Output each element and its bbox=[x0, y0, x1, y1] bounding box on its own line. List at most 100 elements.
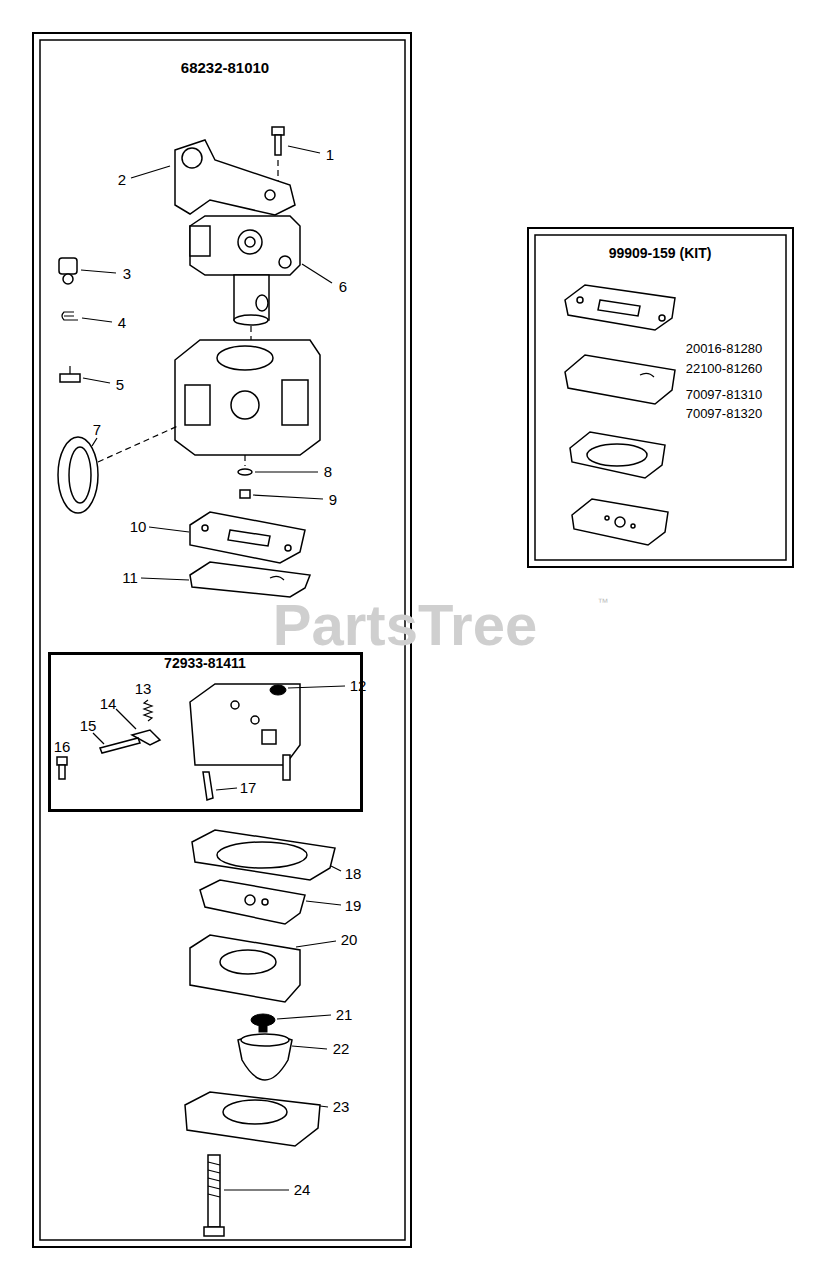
small-part-3 bbox=[59, 258, 116, 284]
watermark: PartsTree bbox=[273, 593, 537, 657]
callout-number: 1 bbox=[326, 147, 334, 164]
throttle-barrel-shape bbox=[190, 226, 210, 256]
pump-diaphragm-shape bbox=[200, 880, 305, 924]
kit-gaskets-shape bbox=[565, 355, 675, 404]
callout-number: 22 bbox=[333, 1041, 350, 1058]
small-part-5-shape bbox=[60, 374, 80, 382]
pump-diaphragm bbox=[200, 880, 341, 924]
throttle-lever-shape bbox=[182, 148, 202, 168]
small-part-5-shape bbox=[69, 366, 70, 374]
kit-gaskets-shape bbox=[605, 516, 609, 520]
kit-gaskets-shape bbox=[587, 444, 647, 466]
screw-part-shape bbox=[275, 135, 281, 155]
callout-number: 19 bbox=[345, 898, 362, 915]
kit-gaskets-shape bbox=[631, 524, 635, 528]
throttle-barrel-shape bbox=[234, 275, 269, 320]
lever-pin-shape bbox=[100, 738, 140, 753]
throttle-barrel-shape bbox=[256, 295, 268, 311]
metering-cover-shape bbox=[251, 716, 259, 724]
bolt-24-shape bbox=[208, 1162, 220, 1197]
gasket-18-shape bbox=[217, 842, 307, 868]
diaphragm-11 bbox=[141, 562, 310, 597]
small-part-5-shape bbox=[83, 378, 110, 383]
small-part-3-shape bbox=[81, 270, 116, 273]
callout-number: 15 bbox=[80, 718, 97, 735]
gasket-10 bbox=[149, 512, 305, 563]
bulb-retainer-shape bbox=[185, 1092, 320, 1146]
throttle-barrel-shape bbox=[190, 216, 300, 275]
clip-part bbox=[62, 312, 112, 322]
callout-number: 8 bbox=[324, 464, 332, 481]
metering-cover bbox=[190, 684, 300, 780]
fitting-9 bbox=[240, 490, 323, 499]
bolt-24 bbox=[204, 1155, 289, 1236]
carburetor-body-shape bbox=[185, 385, 210, 425]
callout-number: 18 bbox=[345, 866, 362, 883]
kit-gaskets-shape bbox=[577, 297, 583, 303]
throttle-lever-shape bbox=[131, 166, 170, 178]
carburetor-body-shape bbox=[217, 346, 273, 370]
kit-gaskets-shape bbox=[598, 300, 640, 316]
callout-number: 4 bbox=[118, 315, 126, 332]
callout-number: 9 bbox=[329, 492, 337, 509]
fitting-9-shape bbox=[240, 490, 250, 498]
primer-bulb-shape bbox=[292, 1046, 327, 1049]
carburetor-body-shape bbox=[175, 340, 320, 455]
bulb-retainer-shape bbox=[320, 1106, 328, 1107]
gasket-18 bbox=[192, 830, 341, 880]
assembly-frame: 68232-8101072933-81411 bbox=[32, 32, 412, 1248]
primer-bulb bbox=[238, 1034, 327, 1080]
pump-diaphragm-shape bbox=[245, 895, 255, 905]
needle-17-shape bbox=[216, 788, 237, 790]
throttle-barrel-shape bbox=[302, 264, 332, 283]
gasket-18-shape bbox=[331, 866, 341, 871]
clip-part-shape bbox=[62, 312, 78, 320]
gasket-10-shape bbox=[285, 545, 291, 551]
small-part-5 bbox=[60, 366, 110, 383]
throttle-barrel-shape bbox=[279, 256, 291, 268]
kit-part-number: 22100-81260 bbox=[686, 362, 763, 376]
pump-diaphragm-shape bbox=[262, 899, 268, 905]
primer-valve-shape bbox=[277, 1015, 331, 1019]
throttle-barrel-shape bbox=[234, 315, 268, 325]
callout-number: 6 bbox=[339, 279, 347, 296]
fitting-9-shape bbox=[253, 495, 323, 499]
callout-number: 13 bbox=[135, 681, 152, 698]
seal-ring-shape bbox=[58, 437, 98, 513]
metering-cover-shape bbox=[190, 684, 300, 765]
diaphragm-11-shape bbox=[141, 578, 189, 580]
metering-cover-shape bbox=[262, 730, 276, 744]
kit-part-number: 20016-81280 bbox=[686, 342, 763, 356]
pump-cover-shape bbox=[296, 941, 336, 947]
kit-part-number: 70097-81320 bbox=[686, 407, 763, 421]
small-part-3-shape bbox=[59, 258, 77, 274]
kit-gaskets-shape bbox=[659, 315, 665, 321]
o-ring-8 bbox=[238, 469, 318, 475]
kit-gaskets-shape bbox=[572, 499, 668, 545]
callout-number: 12 bbox=[350, 678, 367, 695]
primer-valve bbox=[251, 1014, 331, 1032]
needle-17-shape bbox=[203, 772, 213, 800]
carburetor-body bbox=[175, 340, 320, 466]
lever-pin-shape bbox=[93, 733, 104, 744]
o-ring-8-shape bbox=[255, 471, 318, 472]
kit-gaskets-shape bbox=[570, 432, 665, 478]
screw-part-shape bbox=[288, 146, 320, 153]
throttle-barrel-shape bbox=[245, 237, 255, 247]
gasket-10-shape bbox=[149, 527, 189, 532]
pump-cover bbox=[190, 935, 336, 1002]
screw-part-shape bbox=[272, 127, 284, 135]
bolt-24-shape bbox=[204, 1227, 224, 1236]
screw-16-shape bbox=[59, 765, 65, 779]
o-ring-8-shape bbox=[238, 469, 252, 475]
lever-pin bbox=[93, 733, 140, 753]
bulb-retainer bbox=[185, 1092, 328, 1146]
inner-frame-line bbox=[40, 40, 405, 1240]
throttle-barrel-shape bbox=[250, 326, 251, 340]
subassembly-box: 72933-81411 bbox=[48, 652, 363, 812]
kit-gaskets-shape bbox=[565, 285, 675, 330]
metering-lever-shape bbox=[116, 709, 136, 729]
kit-box: 99909-159 (KIT)20016-8128022100-81260700… bbox=[527, 227, 794, 568]
primer-bulb-shape bbox=[238, 1035, 292, 1080]
